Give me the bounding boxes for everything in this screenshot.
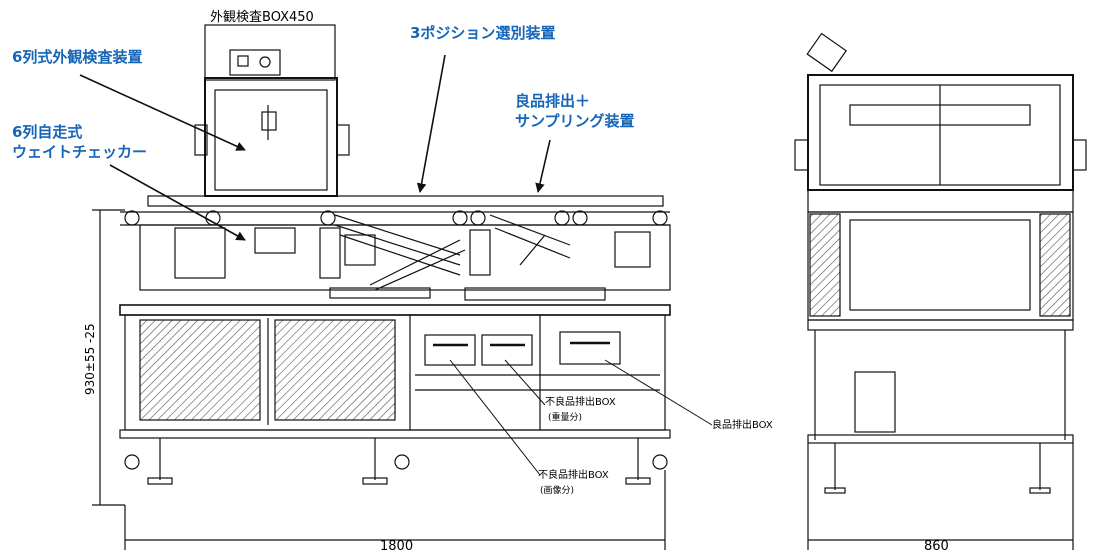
side-body bbox=[807, 211, 1074, 321]
side-view bbox=[794, 32, 1087, 550]
height-dimension: 930±55 -25 bbox=[83, 323, 97, 395]
hatched-door-left bbox=[139, 319, 261, 421]
reject-box-weight-sublabel: (重量分) bbox=[548, 411, 582, 423]
width-side-dimension: 860 bbox=[924, 539, 949, 554]
hatched-door-right bbox=[274, 319, 396, 421]
callout-sorter-3pos: 3ポジション選別装置 bbox=[410, 24, 556, 42]
callout-good-discharge-line1: 良品排出＋ bbox=[515, 92, 591, 110]
leader-arrows bbox=[79, 54, 713, 476]
reject-box-weight-label: 不良品排出BOX bbox=[545, 395, 616, 408]
table-top bbox=[119, 304, 671, 316]
sorter-rods bbox=[334, 214, 571, 291]
inspection-box-frame bbox=[204, 77, 338, 197]
width-front-dimension: 1800 bbox=[380, 539, 413, 554]
drawer-1 bbox=[424, 334, 476, 366]
inspection-box-outline bbox=[204, 24, 336, 81]
callout-good-discharge-line2: サンプリング装置 bbox=[515, 112, 635, 130]
front-feet bbox=[124, 438, 668, 485]
reject-box-image-sublabel: (画像分) bbox=[540, 484, 574, 496]
conveyor-rail bbox=[147, 195, 664, 207]
reject-box-image-label: 不良品排出BOX bbox=[538, 468, 609, 481]
callout-checker-6col-line1: 6列自走式 bbox=[12, 123, 83, 141]
callout-checker-6col-line2: ウェイトチェッカー bbox=[12, 143, 148, 161]
inspection-box-label: 外観検査BOX450 bbox=[210, 10, 314, 25]
good-box-label: 良品排出BOX bbox=[712, 418, 773, 431]
drawer-2 bbox=[481, 334, 533, 366]
callout-inspection-6col: 6列式外観検査装置 bbox=[12, 48, 143, 66]
drawer-3 bbox=[559, 331, 621, 365]
